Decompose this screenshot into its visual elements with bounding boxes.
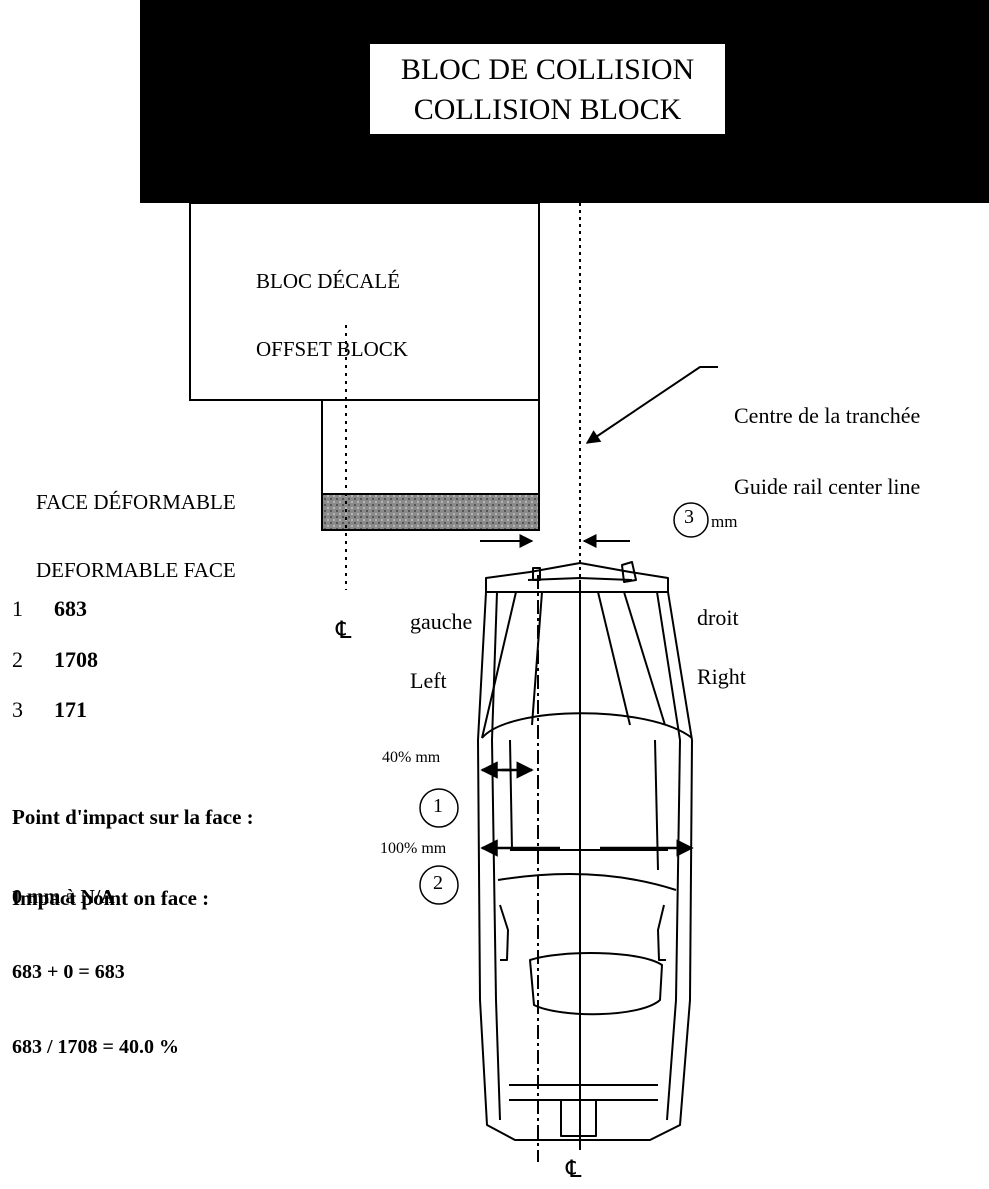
collision-block-title-en: COLLISION BLOCK [413, 93, 682, 126]
dimension-3-circle [673, 502, 709, 538]
legend-num-3: 3 [12, 697, 23, 722]
dimension-3-number: 3 [684, 506, 694, 528]
impact-point-heading-fr: Point d'impact sur la face : [12, 804, 254, 829]
guide-rail-leader [585, 366, 718, 444]
offset-block-label-en: OFFSET BLOCK [256, 337, 408, 362]
guide-rail-label-en: Guide rail center line [734, 473, 921, 499]
deformable-face-label-en: DEFORMABLE FACE [36, 558, 236, 583]
legend-value-3: 171 [54, 697, 87, 722]
guide-rail-label: Centre de la tranchée Guide rail center … [734, 356, 920, 546]
dimension-2-circle [419, 865, 459, 905]
side-right-fr: droit [697, 604, 739, 630]
legend-num-1: 1 [12, 596, 23, 621]
calculation-line-1: 0 mm à N/A [12, 886, 115, 908]
side-right-en: Right [697, 663, 746, 689]
deformable-face-label: FACE DÉFORMABLE DEFORMABLE FACE [36, 446, 236, 627]
impact-point-heading: Point d'impact sur la face : Impact poin… [12, 749, 254, 967]
impact-calculation: 0 mm à N/A 683 + 0 = 683 683 / 1708 = 40… [12, 835, 179, 1110]
dimension-1-label: 40% mm [382, 749, 441, 766]
legend-num-2: 2 [12, 647, 23, 672]
legend-value-2: 1708 [54, 647, 98, 672]
dimension-1-circle [419, 788, 459, 828]
offset-centerline-symbol: ℄ [336, 618, 352, 644]
side-left-label: gauche Left [410, 572, 472, 730]
legend-value-1: 683 [54, 596, 87, 621]
side-left-en: Left [410, 667, 447, 693]
side-left-fr: gauche [410, 608, 473, 634]
side-right-label: droit Right [697, 568, 746, 726]
collision-block-label: BLOC DE COLLISION COLLISION BLOCK [370, 44, 725, 134]
dimension-1-number: 1 [433, 795, 443, 817]
offset-block [189, 202, 540, 401]
guide-rail-label-fr: Centre de la tranchée [734, 402, 921, 428]
offset-block-label-fr: BLOC DÉCALÉ [256, 269, 401, 294]
collision-block-title-fr: BLOC DE COLLISION [400, 53, 695, 86]
deformable-face-honeycomb [321, 493, 540, 531]
deformable-face-label-fr: FACE DÉFORMABLE [36, 490, 236, 515]
vehicle-outline [477, 561, 693, 1150]
dimension-2-number: 2 [433, 872, 443, 894]
vehicle-centerline-symbol: ℄ [566, 1157, 582, 1183]
calculation-line-3: 683 / 1708 = 40.0 % [12, 1036, 179, 1058]
impact-point-heading-en: Impact point on face : [12, 886, 210, 911]
dimension-2-label: 100% mm [380, 840, 447, 857]
offset-block-label: BLOC DÉCALÉ OFFSET BLOCK [256, 225, 408, 406]
calculation-line-2: 683 + 0 = 683 [12, 961, 125, 983]
dimension-3-unit: mm [711, 512, 738, 531]
